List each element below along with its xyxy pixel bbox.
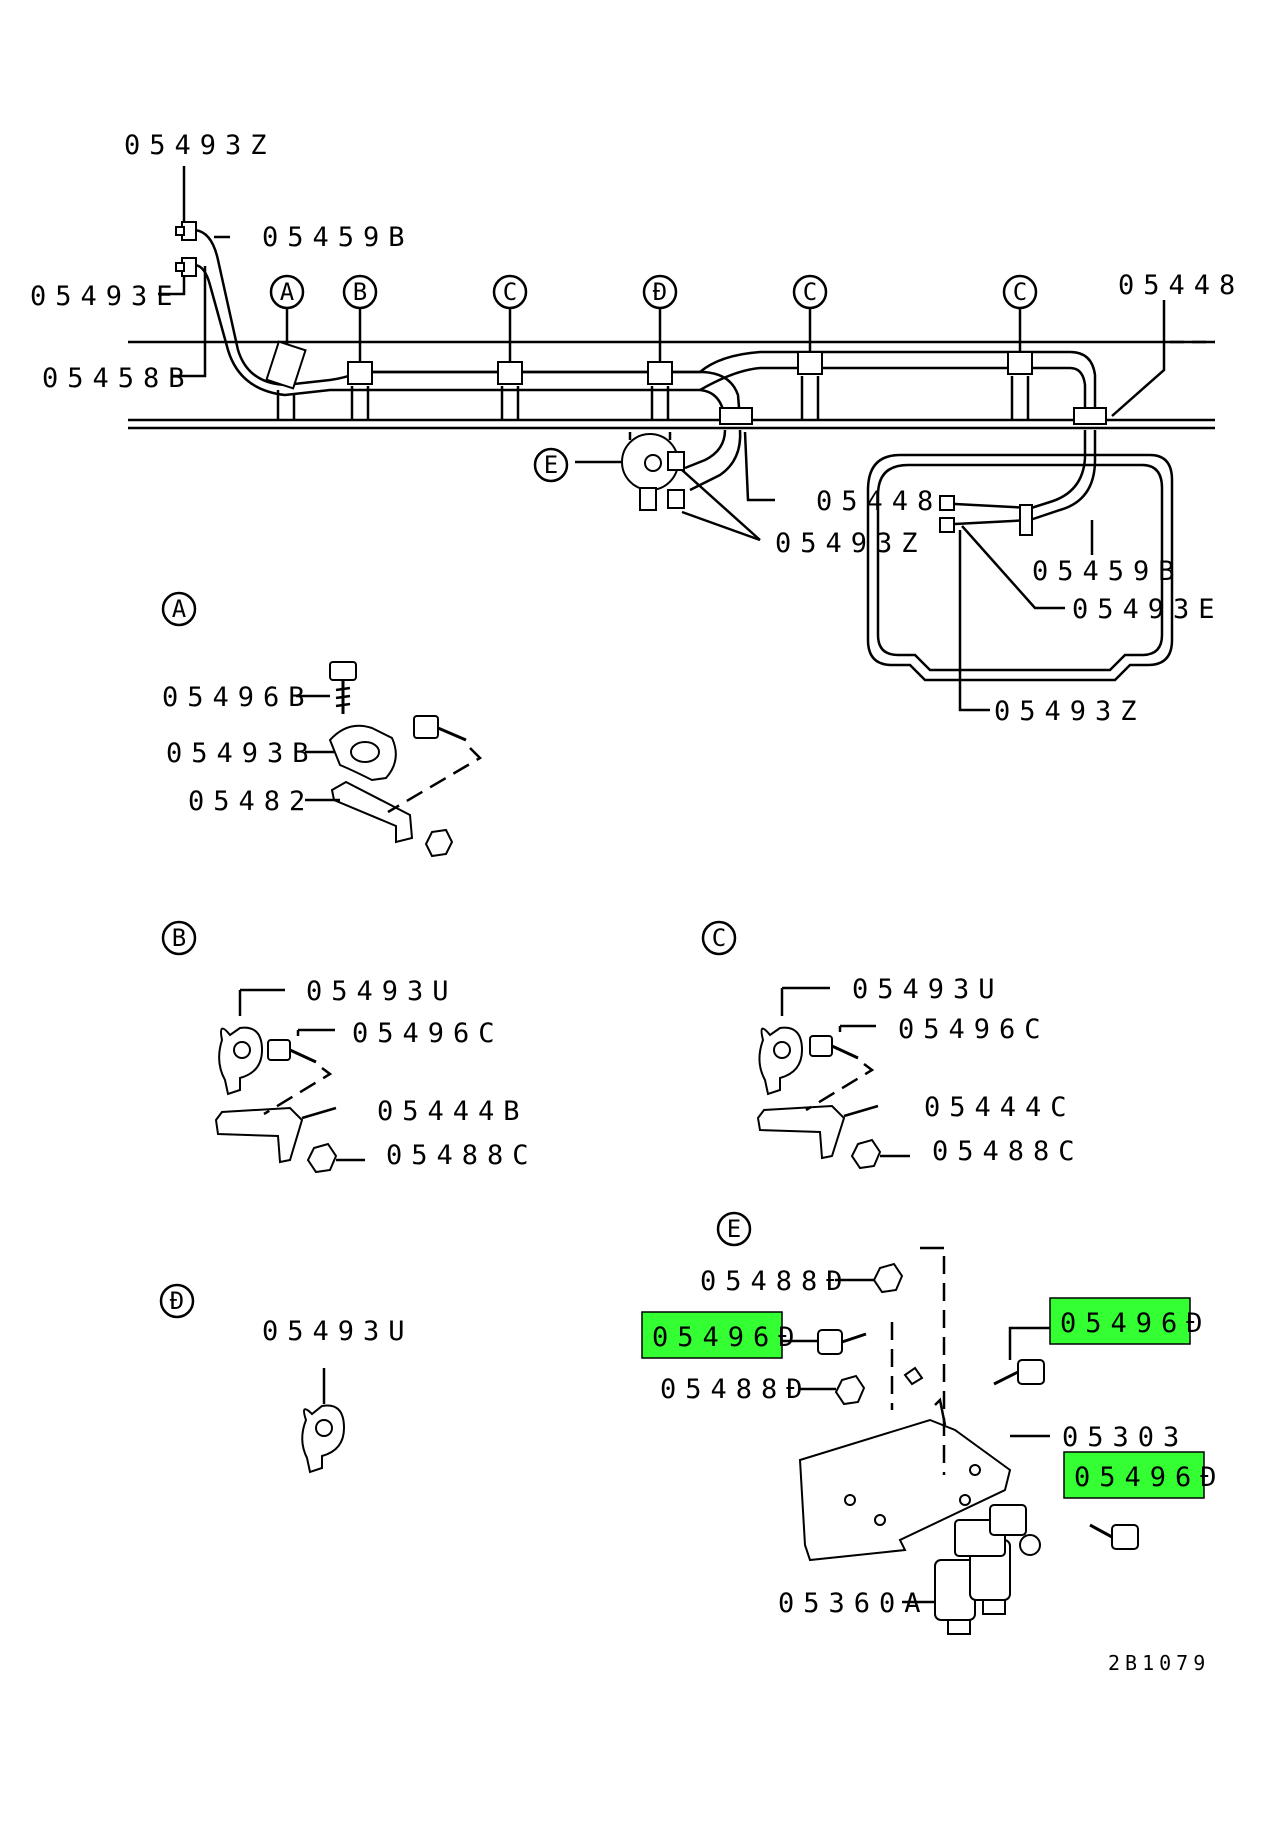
detail-C: C 05493U 05496C 05444C 05488C [701,920,1084,1170]
detail-C-title: C [712,924,726,952]
marker-E: E [533,447,569,483]
label-05493E-left[interactable]: 05493E [30,281,182,312]
marker-E-text: E [544,451,558,479]
label-05493Z-bottom[interactable]: 05493Z [994,696,1146,727]
label-E-05303[interactable]: 05303 [1062,1422,1188,1453]
marker-C-1-text: C [503,278,517,306]
label-05448-right[interactable]: 05448 [1118,270,1244,301]
label-B-05493U[interactable]: 05493U [306,976,458,1007]
label-05496B[interactable]: 05496B [162,682,314,713]
label-D-05493U[interactable]: 05493U [262,1316,414,1347]
label-E-05496D-top-right[interactable]: 05496Đ [1060,1308,1212,1339]
label-C-05493U[interactable]: 05493U [852,974,1004,1005]
detail-A: A 05496B 05493B 05482 [161,591,483,858]
label-05482[interactable]: 05482 [188,786,314,817]
label-B-05496C[interactable]: 05496C [352,1018,504,1049]
detail-B-title: B [172,924,186,952]
detail-E-title: E [727,1215,741,1243]
label-05493E-right[interactable]: 05493E [1072,594,1224,625]
label-E-05496D-left[interactable]: 05496Đ [652,1322,804,1353]
label-05448-mid[interactable]: 05448 [816,486,942,517]
fuel-pipes [194,228,1097,522]
label-05493B[interactable]: 05493B [166,738,318,769]
detail-A-title: A [172,595,187,623]
marker-D-text: Đ [653,278,667,306]
frame-rails [128,340,1215,430]
label-B-05488C[interactable]: 05488C [386,1140,538,1171]
marker-C-3-text: C [1013,278,1027,306]
highlight-box-05496D-bottom-right [1063,1451,1205,1499]
marker-C-3: C [1002,274,1038,310]
detail-D: Đ 05493U [159,1283,414,1474]
label-E-05496D-bottom-right[interactable]: 05496Đ [1074,1462,1226,1493]
label-E-05488D-top[interactable]: 05488Đ [700,1266,852,1297]
detail-E: E [641,1211,1226,1635]
marker-B: B [342,274,378,310]
label-C-05444C[interactable]: 05444C [924,1092,1076,1123]
highlight-box-05496D-top-right [1049,1297,1191,1345]
main-leaders [158,166,1166,712]
label-05459B-top[interactable]: 05459B [262,222,414,253]
rail-clamps [265,340,1107,425]
marker-C-2-text: C [803,278,817,306]
top-left-fittings [175,221,197,277]
marker-C-1: C [492,274,528,310]
label-B-05444B[interactable]: 05444B [377,1096,529,1127]
main-fuel-filter [621,432,685,511]
label-C-05496C[interactable]: 05496C [898,1014,1050,1045]
detail-D-title: Đ [170,1287,184,1315]
reference-code: 2B1079 [1108,1651,1210,1675]
label-C-05488C[interactable]: 05488C [932,1136,1084,1167]
label-05493Z-mid[interactable]: 05493Z [775,528,927,559]
highlight-box-05496D-left [641,1311,783,1359]
label-05458B[interactable]: 05458B [42,363,194,394]
marker-D: Đ [642,274,678,310]
label-E-05488D-mid[interactable]: 05488Đ [660,1374,812,1405]
detail-B: B 05493U 05496C 05444B 05488C [161,920,538,1174]
label-05459B-right[interactable]: 05459B [1032,556,1184,587]
marker-A-text: A [280,278,295,306]
marker-B-text: B [353,278,367,306]
fuel-tank [866,453,1174,682]
marker-C-2: C [792,274,828,310]
marker-A: A [269,274,305,310]
label-E-05360A[interactable]: 05360A [778,1588,930,1619]
label-05493Z-top[interactable]: 05493Z [124,130,276,161]
